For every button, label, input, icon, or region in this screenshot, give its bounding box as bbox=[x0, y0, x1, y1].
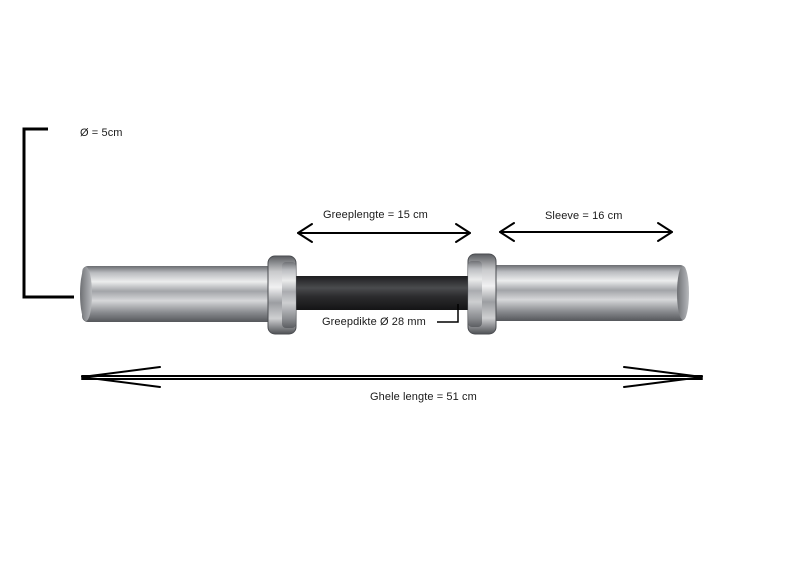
right-sleeve-end-cap bbox=[677, 266, 689, 320]
grip-handle bbox=[290, 276, 474, 310]
diameter-bracket bbox=[22, 127, 74, 299]
grip-thickness-label: Greepdikte Ø 28 mm bbox=[322, 316, 426, 328]
right-collar bbox=[467, 253, 497, 335]
grip-thickness-leader bbox=[437, 304, 459, 323]
left-sleeve-end-cap bbox=[80, 267, 92, 321]
left-sleeve bbox=[82, 266, 274, 322]
grip-length-arrow bbox=[297, 223, 471, 243]
grip-length-label: Greeplengte = 15 cm bbox=[323, 209, 428, 221]
left-collar bbox=[267, 255, 297, 335]
dumbbell-bar bbox=[80, 253, 689, 335]
diameter-label: Ø = 5cm bbox=[80, 127, 123, 139]
total-length-arrow bbox=[81, 366, 703, 388]
total-length-label: Ghele lengte = 51 cm bbox=[370, 391, 477, 403]
sleeve-arrow bbox=[499, 222, 673, 242]
sleeve-length-label: Sleeve = 16 cm bbox=[545, 210, 623, 222]
right-sleeve bbox=[490, 265, 686, 321]
